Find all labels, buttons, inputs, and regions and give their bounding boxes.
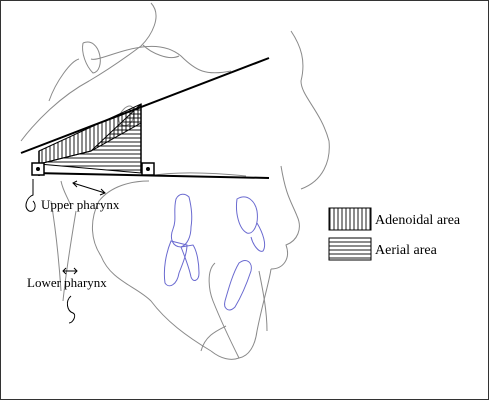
legend-label-adenoidal: Adenoidal area <box>375 213 461 228</box>
pharyngeal-walls <box>25 179 76 324</box>
upper-pharynx-label: Upper pharynx <box>41 197 120 212</box>
lower-pharynx-arrow <box>62 267 78 275</box>
legend: Adenoidal area Aerial area <box>328 207 461 261</box>
teeth <box>163 193 266 311</box>
legend-swatch-aerial <box>328 237 372 261</box>
legend-swatch-adenoidal <box>328 207 372 231</box>
legend-label-aerial: Aerial area <box>375 243 438 258</box>
right-angle-dot <box>146 167 150 171</box>
lower-pharynx-label: Lower pharynx <box>27 275 107 290</box>
upper-pharynx-arrow <box>72 180 106 196</box>
right-angle-dot <box>36 167 40 171</box>
